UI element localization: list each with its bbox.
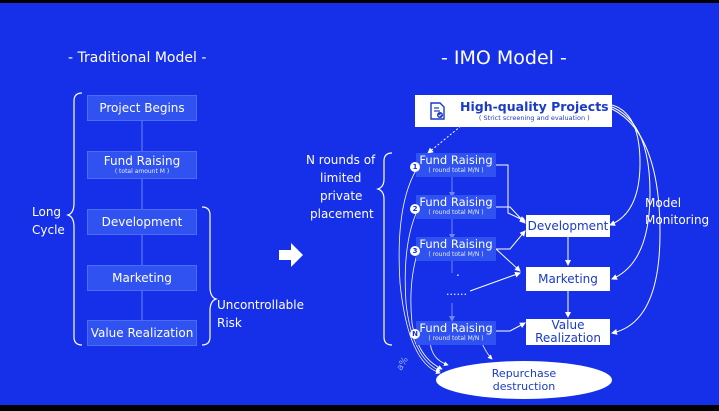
repurchase-label-2: destruction — [492, 380, 556, 393]
step-label: Value Realization — [90, 326, 194, 340]
step-marketing: Marketing — [87, 265, 197, 291]
step-project-begins: Project Begins — [87, 95, 197, 121]
step-value-realization: Value Realization — [87, 320, 197, 346]
value-label-2: Realization — [535, 331, 601, 345]
round-badge-3: 3 — [410, 246, 420, 256]
fund-round-label: Fund Raising — [419, 321, 493, 335]
rounds-label-2: limited — [320, 171, 362, 185]
value-label-1: Value — [551, 318, 585, 332]
step-label: Fund Raising — [103, 153, 181, 168]
step-sub: ( total amount M ) — [114, 167, 170, 175]
rounds-label-1: N rounds of — [306, 153, 376, 167]
slide: - Traditional Model - Project Begins Fun… — [0, 3, 719, 405]
step-label: Development — [101, 215, 183, 229]
rounds-brace — [376, 152, 393, 346]
fund-round-sub: ( round total M/N ) — [428, 167, 484, 174]
risk-label-1: Uncontrollable — [217, 298, 305, 312]
transition-arrow-icon — [279, 243, 303, 267]
ellipsis-row: ...... — [446, 285, 467, 298]
fund-round-sub: ( round total M/N ) — [428, 335, 484, 342]
fund-round-3: Fund Raising ( round total M/N ) — [416, 237, 496, 261]
imo-value-realization-box: Value Realization — [526, 319, 610, 345]
risk-label-2: Risk — [217, 316, 242, 330]
fund-round-sub: ( round total M/N ) — [428, 209, 484, 216]
risk-brace — [201, 206, 218, 346]
ellipsis-dot: . — [456, 265, 460, 279]
repurchase-label-1: Repurchase — [491, 367, 557, 380]
high-quality-projects-box: High-quality Projects ( Strict screening… — [415, 95, 612, 127]
long-cycle-label-1: Long — [32, 205, 62, 219]
fund-round-2: Fund Raising ( round total M/N ) — [416, 195, 496, 219]
fund-round-sub: ( round total M/N ) — [428, 251, 484, 258]
step-label: Project Begins — [99, 101, 185, 115]
step-fund-raising: Fund Raising ( total amount M ) — [87, 151, 197, 179]
round-badge-n: N — [410, 329, 420, 339]
step-label: Marketing — [112, 271, 172, 285]
monitoring-label-1: Model — [645, 196, 682, 210]
top-box-label: High-quality Projects — [460, 98, 609, 114]
fund-round-label: Fund Raising — [419, 153, 493, 167]
round-badge-2: 2 — [410, 204, 420, 214]
monitoring-label-2: Monitoring — [645, 213, 710, 227]
connector-lines — [66, 92, 661, 375]
long-cycle-label-2: Cycle — [32, 223, 65, 237]
fund-round-label: Fund Raising — [419, 195, 493, 209]
document-check-icon — [430, 102, 446, 120]
repurchase-destruction-ellipse: Repurchase destruction — [436, 361, 612, 399]
top-box-sub: ( Strict screening and evaluation ) — [478, 113, 590, 122]
imo-title: - IMO Model - — [441, 47, 567, 69]
traditional-title: - Traditional Model - — [68, 50, 207, 66]
fund-round-1: Fund Raising ( round total M/N ) — [416, 153, 496, 177]
imo-marketing-box: Marketing — [526, 267, 610, 291]
stage-label: Marketing — [538, 271, 598, 286]
rounds-label-3: private — [320, 189, 363, 203]
fund-round-label: Fund Raising — [419, 237, 493, 251]
imo-development-box: Development — [526, 215, 610, 237]
rounds-label-4: placement — [310, 207, 374, 221]
stage-label: Development — [527, 218, 609, 233]
step-development: Development — [87, 209, 197, 235]
long-cycle-brace — [66, 92, 83, 346]
round-badge-1: 1 — [410, 162, 420, 172]
fund-round-n: Fund Raising ( round total M/N ) — [416, 321, 496, 345]
